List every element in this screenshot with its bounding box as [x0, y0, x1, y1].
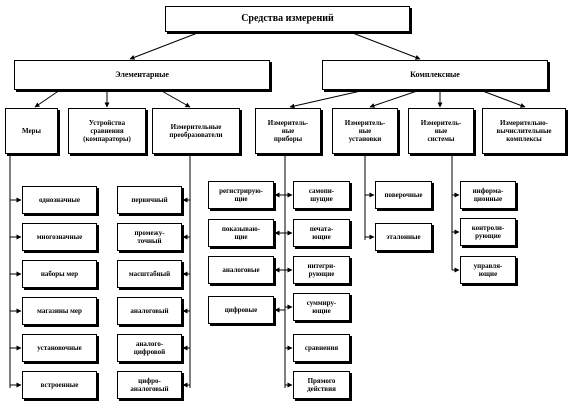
instrument-item-right: печата- ющие [293, 219, 350, 247]
instrument-item-right: самопи- шущие [293, 181, 350, 209]
installations-node: Измеритель- ные установки [332, 108, 398, 154]
converters-node: Измерительные преобразователи [152, 108, 240, 154]
measures-item: многозначные [22, 223, 97, 251]
measures-item: наборы мер [22, 260, 97, 288]
instrument-item-right: Прямого действия [293, 371, 350, 399]
converter-item: цифро- аналоговый [117, 371, 182, 399]
measures-item: однозначные [22, 186, 97, 214]
instrument-item-right: интегри- рующие [293, 256, 350, 284]
measures-node: Меры [5, 108, 58, 154]
instrument-item-left: регистрирую- щие [208, 181, 274, 209]
instrument-item-left: аналоговые [208, 256, 274, 284]
instrument-item-right: суммиру- ющие [293, 293, 350, 321]
instrument-item-left: цифровые [208, 296, 274, 324]
installation-item: эталонные [375, 223, 432, 251]
system-item: управля- ющие [460, 256, 516, 284]
elementary-node: Элементарные [14, 60, 270, 90]
instruments-node: Измеритель- ные приборы [255, 108, 321, 154]
system-item: контроли- рующие [460, 218, 516, 246]
installation-item: поверочные [375, 181, 432, 209]
root-node: Средства измерений [165, 6, 410, 32]
converter-item: аналоговый [117, 297, 182, 325]
converter-item: первичный [117, 186, 182, 214]
measures-item: установочные [22, 334, 97, 362]
instrument-item-left: показываю- щие [208, 219, 274, 247]
measures-item: встроенные [22, 371, 97, 399]
complexes-node: Измерительно- вычислительные комплексы [482, 108, 566, 154]
converter-item: промежу- точный [117, 223, 182, 251]
converter-item: масштабный [117, 260, 182, 288]
converter-item: аналого- цифровой [117, 334, 182, 362]
instrument-item-right: сравнения [293, 334, 350, 362]
system-item: информа- ционные [460, 181, 516, 209]
complex-node: Комплексные [322, 60, 548, 90]
comparators-node: Устройства сравнения (компараторы) [68, 108, 146, 154]
measures-item: магазины мер [22, 297, 97, 325]
systems-node: Измеритель- ные системы [408, 108, 474, 154]
